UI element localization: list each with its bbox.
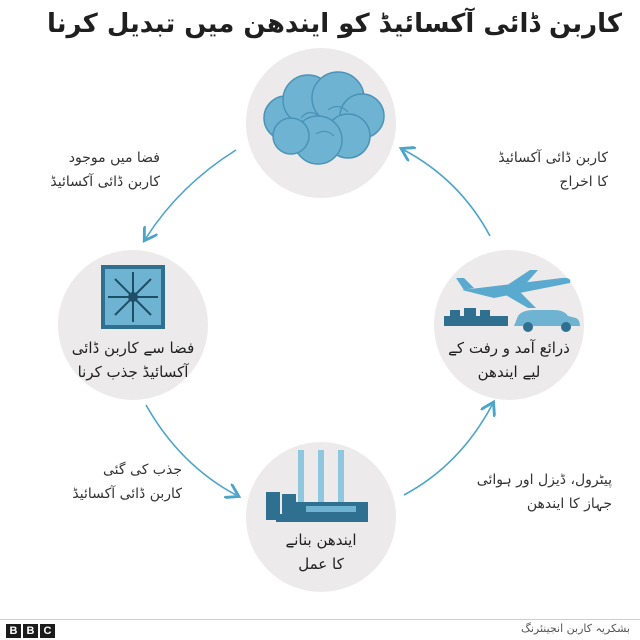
- node-emission-cloud: [246, 48, 396, 198]
- image-credit: بشکریہ کاربن انجینئرنگ: [520, 622, 630, 635]
- note-line: کاربن ڈائی آکسائیڈ: [72, 486, 182, 502]
- factory-icon: [266, 450, 368, 522]
- label-line: آکسائیڈ جذب کرنا: [77, 363, 189, 381]
- page-title: کاربن ڈائی آکسائیڈ کو ایندھن میں تبدیل ک…: [46, 9, 622, 39]
- note-captured-co2: جذب کی گئی کاربن ڈائی آکسائیڈ: [22, 458, 182, 506]
- label-line: ذرائع آمد و رفت کے: [448, 339, 570, 357]
- node-transport: ذرائع آمد و رفت کے لیے ایندھن: [434, 250, 584, 400]
- label-line: فضا سے کاربن ڈائی: [71, 339, 195, 357]
- footer-divider: [0, 619, 640, 620]
- note-line: جذب کی گئی: [103, 462, 182, 478]
- arrow-right-to-top: [404, 150, 491, 237]
- label-line: کا عمل: [298, 555, 344, 573]
- node-transport-label: ذرائع آمد و رفت کے لیے ایندھن: [434, 336, 584, 384]
- note-line: پیٹرول، ڈیزل اور ہوائی: [476, 472, 612, 488]
- note-atmospheric-co2: فضا میں موجود کاربن ڈائی آکسائیڈ: [10, 146, 160, 194]
- note-co2-emission: کاربن ڈائی آکسائیڈ کا اخراج: [448, 146, 608, 194]
- node-fuel-production: ایندھن بنانے کا عمل: [246, 442, 396, 592]
- note-line: کاربن ڈائی آکسائیڈ: [50, 174, 160, 190]
- arrow-top-to-left: [146, 149, 237, 238]
- note-line: جہاز کا ایندھن: [526, 496, 612, 512]
- note-fuel-types: پیٹرول، ڈیزل اور ہوائی جہاز کا ایندھن: [432, 468, 612, 516]
- label-line: ایندھن بنانے: [285, 531, 357, 549]
- logo-letter: B: [6, 624, 21, 638]
- note-line: کاربن ڈائی آکسائیڈ: [498, 150, 608, 166]
- note-line: فضا میں موجود: [68, 150, 160, 166]
- label-line: لیے ایندھن: [477, 363, 541, 381]
- logo-letter: C: [40, 624, 55, 638]
- ship-icon: [444, 308, 508, 326]
- airplane-icon: [456, 270, 571, 308]
- node-capture: فضا سے کاربن ڈائی آکسائیڈ جذب کرنا: [58, 250, 208, 400]
- arrow-left-to-bottom: [145, 404, 236, 495]
- note-line: کا اخراج: [559, 174, 608, 190]
- cloud-icon: [263, 71, 385, 165]
- node-capture-label: فضا سے کاربن ڈائی آکسائیڈ جذب کرنا: [58, 336, 208, 384]
- transport-icon: [444, 270, 580, 332]
- car-icon: [514, 310, 580, 332]
- bbc-logo: B B C: [6, 624, 55, 638]
- logo-letter: B: [23, 624, 38, 638]
- node-fuel-production-label: ایندھن بنانے کا عمل: [246, 528, 396, 576]
- arrow-bottom-to-right: [403, 405, 492, 496]
- air-filter-icon: [101, 265, 165, 329]
